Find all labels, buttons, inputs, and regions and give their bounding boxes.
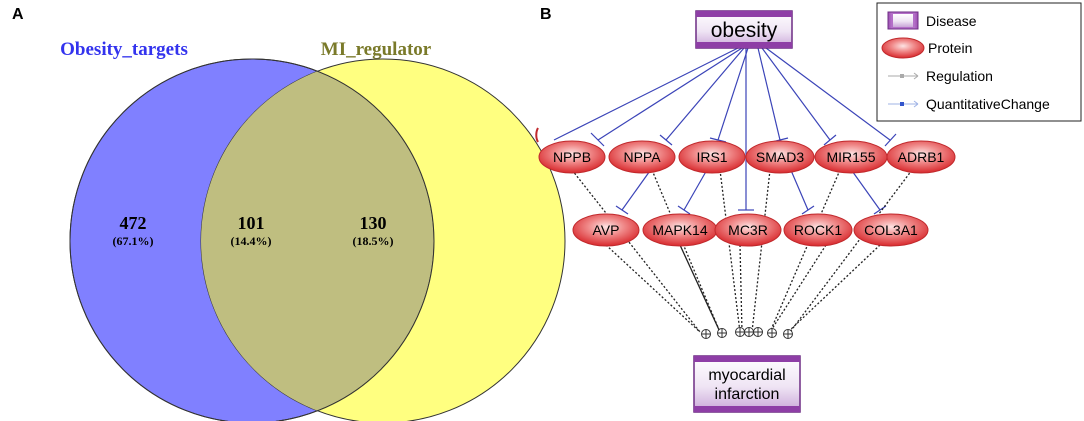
edge-adrb1-mi [789, 169, 913, 333]
quantitative-change-line-icon [888, 100, 919, 108]
edge-bar-col3a1 [873, 205, 887, 215]
edge-obesity-nppb [597, 47, 743, 141]
venn-left-outline [69, 58, 435, 421]
quantitative-change-markers [701, 327, 793, 339]
edge-irs1-mapk14 [683, 167, 709, 211]
edge-bar-mir155 [823, 134, 837, 146]
qc-marker-4 [744, 327, 754, 337]
disease-box-icon [887, 11, 919, 30]
edge-obesity-smad3 [757, 47, 781, 141]
node-mir155: MIR155 [814, 140, 888, 174]
node-obesity-label: obesity [711, 19, 778, 42]
node-rock1: ROCK1 [783, 213, 853, 247]
edge-irs1-mi [719, 169, 741, 333]
venn-left-title: Obesity_targets [60, 39, 188, 60]
legend-label-disease: Disease [926, 13, 977, 29]
edge-mir155-col3a1 [849, 167, 881, 211]
node-col3a1-label: COL3A1 [864, 222, 918, 238]
venn-overlap-count: 101 [238, 213, 265, 233]
node-adrb1-label: ADRB1 [898, 149, 945, 165]
edge-bar-irs1 [709, 137, 727, 143]
node-col3a1: COL3A1 [853, 213, 929, 247]
edge-smad3-rock1 [789, 167, 809, 211]
node-mapk14-label: MAPK14 [652, 222, 707, 238]
node-rock1-label: ROCK1 [794, 222, 842, 238]
edge-bar-nppb [590, 132, 605, 147]
edge-bar-adrb1 [884, 133, 897, 147]
edge-smad3-mi [751, 169, 771, 333]
node-irs1: IRS1 [678, 140, 746, 174]
edge-obesity-irs1 [717, 47, 749, 141]
node-avp: AVP [572, 213, 640, 247]
edge-bar-avp [615, 205, 629, 215]
node-smad3: SMAD3 [745, 140, 815, 174]
edge-bar-nppa [659, 134, 673, 146]
venn-overlap-region [201, 59, 434, 421]
node-smad3-label: SMAD3 [756, 149, 804, 165]
node-mir155-label: MIR155 [826, 149, 875, 165]
node-myocardial-infarction: myocardial infarction [693, 355, 801, 413]
edge-nppa-avp [621, 167, 653, 211]
protein-ellipse-icon [881, 37, 925, 59]
qc-marker-5 [753, 327, 763, 337]
edges-row1-to-row2 [615, 167, 887, 215]
edge-obesity-extra [553, 47, 739, 141]
edge-mc3r-mi [739, 244, 743, 333]
qc-marker-2 [717, 328, 727, 338]
edge-avp-mi [605, 244, 701, 333]
qc-marker-1 [701, 329, 711, 339]
legend-label-protein: Protein [928, 40, 972, 56]
partial-node-fragment [535, 127, 539, 143]
venn-right-pct: (18.5%) [353, 234, 394, 248]
panel-b-label: B [540, 6, 552, 23]
legend-label-quantitative-change: QuantitativeChange [926, 96, 1050, 112]
edges-to-infarction [571, 169, 913, 333]
venn-left-count: 472 [120, 213, 147, 233]
edge-bar-rock1 [801, 205, 815, 215]
qc-marker-6 [767, 328, 777, 338]
edge-bar-mapk14 [677, 205, 691, 215]
legend: Disease Protein Regulation QuantitativeC… [876, 2, 1082, 122]
node-obesity: obesity [695, 10, 793, 49]
node-mc3r: MC3R [714, 213, 782, 247]
legend-item-regulation: Regulation [888, 68, 993, 84]
legend-item-protein: Protein [881, 37, 972, 59]
node-mi-label-line1: myocardial [708, 367, 785, 384]
node-mc3r-label: MC3R [728, 222, 768, 238]
node-nppb: NPPB [538, 140, 606, 174]
venn-right-count: 130 [360, 213, 387, 233]
venn-right-title: MI_regulator [321, 39, 432, 60]
panel-a-label: A [12, 6, 24, 23]
edges-obesity-to-row1 [553, 47, 897, 211]
regulation-line-icon [888, 72, 919, 80]
edge-rock1-mi [769, 244, 827, 333]
venn-left-pct: (67.1%) [113, 234, 154, 248]
legend-label-regulation: Regulation [926, 68, 993, 84]
node-mapk14: MAPK14 [642, 213, 718, 247]
node-nppa: NPPA [608, 140, 676, 174]
protein-row-1: NPPB NPPA IRS1 SMAD3 MIR155 ADRB1 [538, 140, 956, 174]
edge-obesity-nppa [665, 47, 745, 141]
venn-overlap-pct: (14.4%) [231, 234, 272, 248]
node-mi-label-line2: infarction [715, 386, 780, 403]
node-nppb-label: NPPB [553, 149, 591, 165]
protein-row-2: AVP MAPK14 MC3R ROCK1 COL3A1 [572, 213, 929, 247]
edge-col3a1-mi [787, 244, 881, 333]
node-adrb1: ADRB1 [886, 140, 956, 174]
edge-nppb-mi [571, 169, 701, 333]
qc-marker-7 [783, 329, 793, 339]
node-avp-label: AVP [593, 222, 620, 238]
node-nppa-label: NPPA [623, 149, 661, 165]
edge-nppa-mi [651, 169, 721, 333]
node-irs1-label: IRS1 [696, 149, 727, 165]
legend-item-quantitative-change: QuantitativeChange [888, 96, 1050, 112]
edge-mir155-mi [769, 169, 841, 333]
legend-item-disease: Disease [887, 11, 977, 30]
edge-obesity-mir155 [761, 47, 831, 141]
edge-mapk14-mi [679, 244, 721, 333]
edge-obesity-adrb1 [765, 47, 891, 141]
qc-marker-3 [735, 327, 745, 337]
